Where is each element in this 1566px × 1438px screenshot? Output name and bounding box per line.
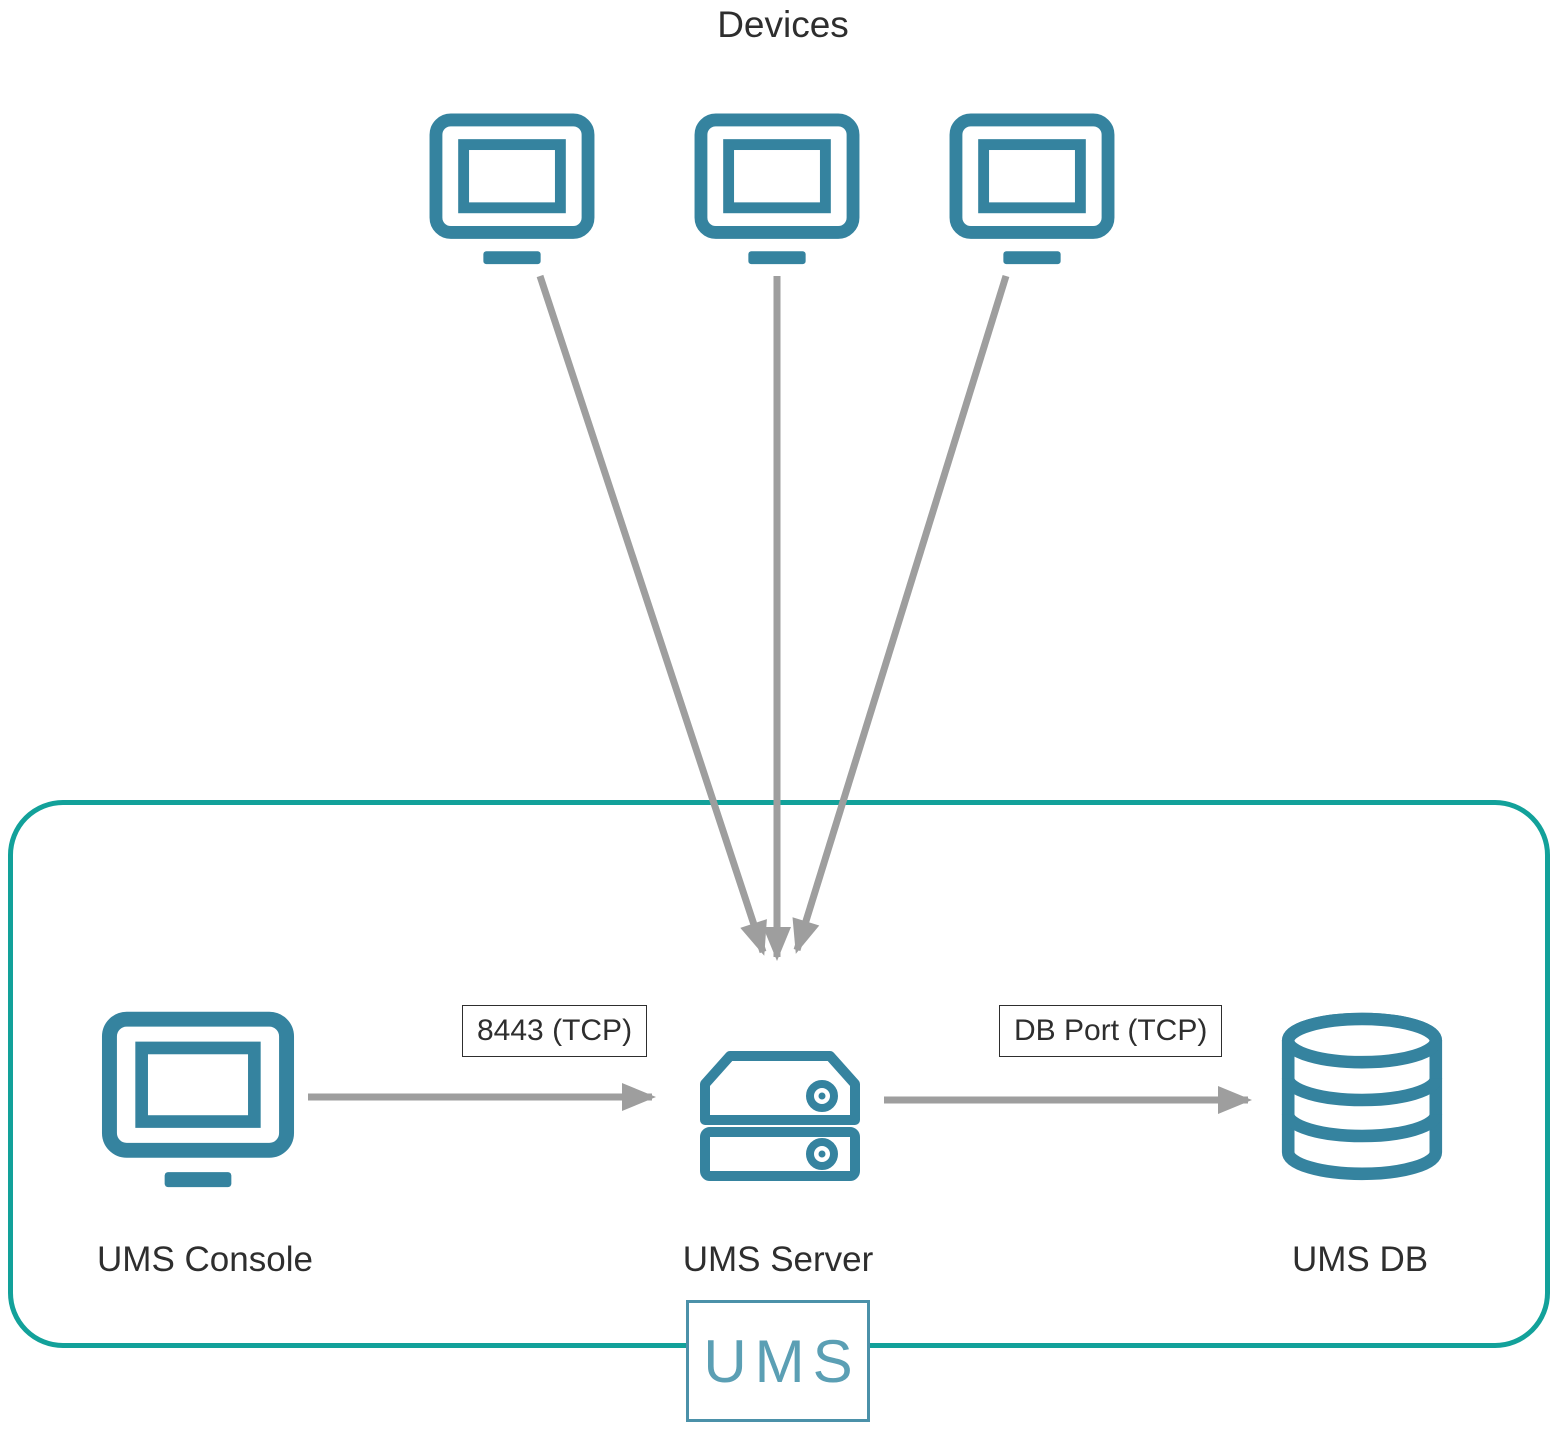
ums-console-label: UMS Console — [97, 1240, 313, 1279]
arrow-device1-to-server — [536, 274, 767, 956]
arrow-device3-to-server — [792, 274, 1010, 954]
devices-group-title: Devices — [717, 4, 849, 45]
ums-boundary-badge: UMS — [686, 1300, 870, 1422]
ums-db-label: UMS DB — [1291, 1240, 1429, 1279]
ums-db-icon — [1281, 1012, 1443, 1181]
ums-server-label: UMS Server — [682, 1240, 874, 1279]
device-monitor-icon-2 — [701, 120, 853, 264]
ums-server-icon — [700, 1051, 860, 1181]
port-label-db-port-tcp: DB Port (TCP) — [999, 1005, 1223, 1057]
port-label-8443-tcp: 8443 (TCP) — [462, 1005, 648, 1057]
device-monitor-icon-1 — [436, 120, 588, 264]
ums-console-monitor-icon — [109, 1019, 286, 1187]
arrows-devices-to-server — [536, 274, 1010, 961]
device-monitor-icon-3 — [956, 120, 1108, 264]
